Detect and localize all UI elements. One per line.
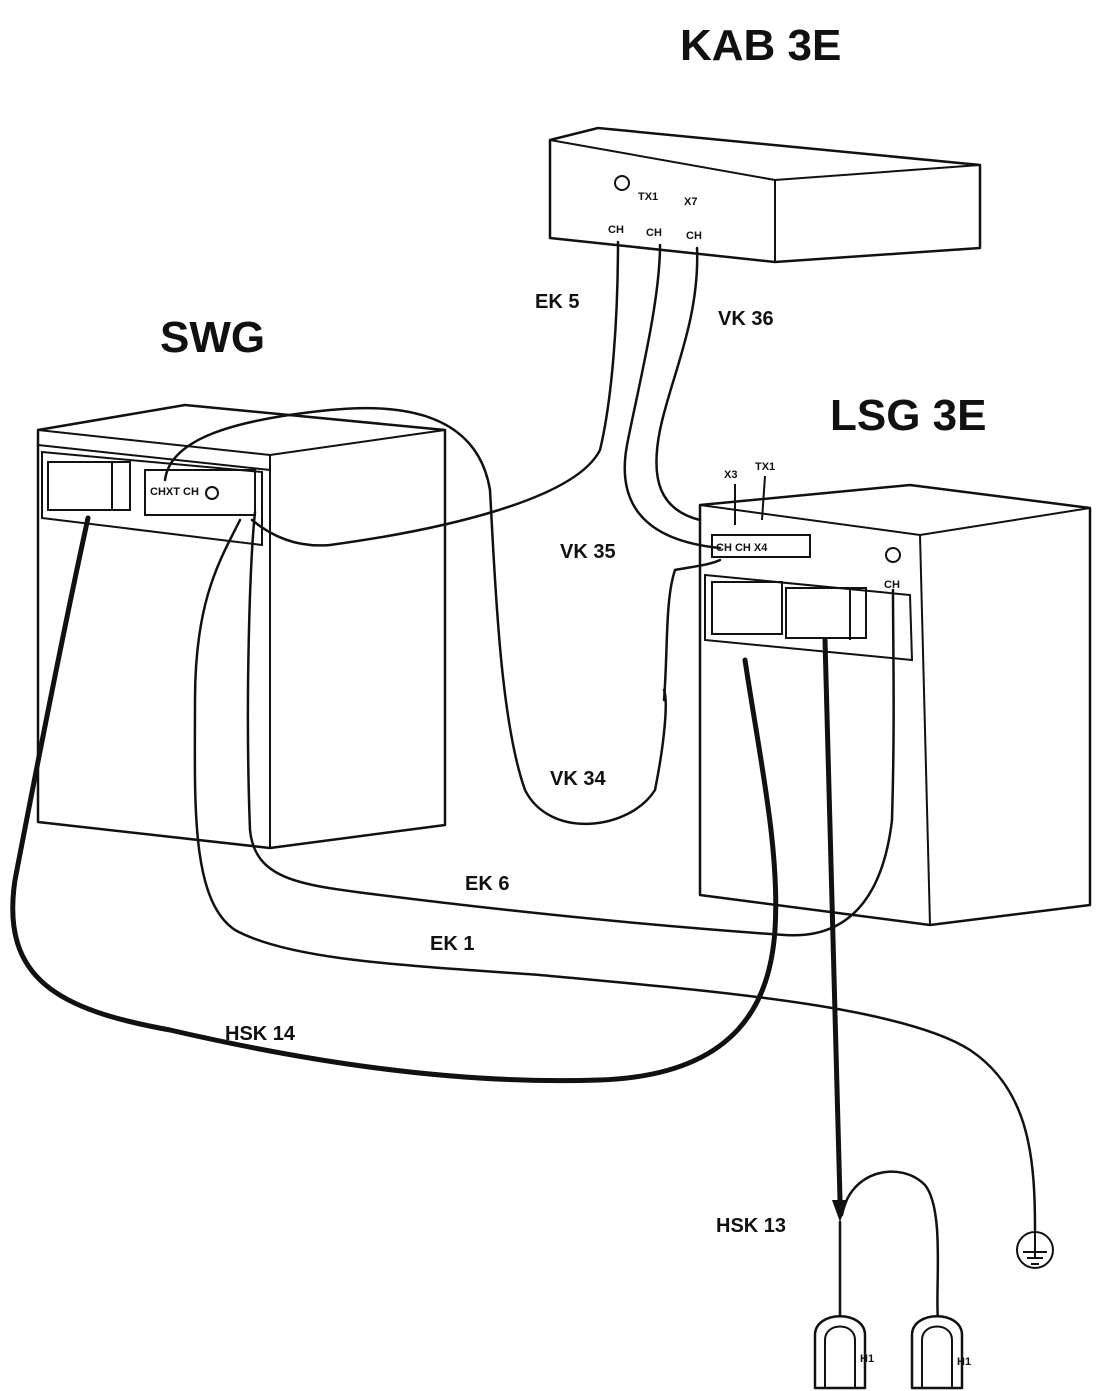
cable-ek5 <box>250 240 620 547</box>
cable-vk36-b <box>655 246 702 522</box>
cable-hsk13 <box>822 637 843 1203</box>
lsg-connector-label: CH CH X4 <box>716 542 768 554</box>
lsg-connector-right: CH <box>884 579 900 591</box>
plug-2-body <box>910 1315 964 1390</box>
label-vk34: VK 34 <box>550 768 606 790</box>
plug-2-label: H1 <box>957 1356 971 1368</box>
cable-hsk14 <box>10 515 779 1084</box>
label-vk36: VK 36 <box>718 308 774 330</box>
kab-connector-ch3: CH <box>686 230 702 242</box>
lsg-box-outline <box>698 483 1092 927</box>
plug-2: H1 <box>910 1315 971 1390</box>
cable-vk36-a <box>623 243 722 550</box>
label-ek6: EK 6 <box>465 873 509 895</box>
plug-2-inner <box>921 1325 953 1388</box>
plug-1: H1 <box>813 1315 874 1390</box>
kab-connector-x7: X7 <box>684 196 697 208</box>
lsg-connector-tx1: TX1 <box>755 461 775 473</box>
kab-connector-tx1: TX1 <box>638 191 658 203</box>
lsg-panel-slot-1 <box>711 581 783 635</box>
cable-vk35 <box>662 558 722 702</box>
lsg-tx1-lead <box>761 475 766 521</box>
kab-box-outline <box>548 126 982 264</box>
label-vk35: VK 35 <box>560 541 616 563</box>
label-ek1: EK 1 <box>430 933 474 955</box>
cable-ek1 <box>193 518 1037 1232</box>
cable-vk34 <box>163 406 667 825</box>
kab-title: KAB 3E <box>680 21 841 70</box>
plug-1-body <box>813 1315 867 1390</box>
kab-unit: TX1 X7 CH CH CH <box>548 126 982 264</box>
cable-hsk13-branch <box>840 1170 940 1322</box>
lsg-connector-x3: X3 <box>724 469 737 481</box>
label-hsk13: HSK 13 <box>716 1215 786 1237</box>
swg-lip-edge <box>37 444 271 471</box>
label-hsk14: HSK 14 <box>225 1023 296 1045</box>
swg-ground-symbol <box>205 486 219 500</box>
lsg-ground-symbol <box>885 547 901 563</box>
swg-unit: CHXT CH <box>36 403 447 850</box>
swg-connector-label: CHXT CH <box>150 486 199 498</box>
swg-panel <box>41 450 263 547</box>
label-ek5: EK 5 <box>535 291 579 313</box>
swg-title: SWG <box>160 313 265 362</box>
swg-box-outline <box>36 403 447 850</box>
plug-1-label: H1 <box>860 1353 874 1365</box>
plug-1-inner <box>824 1325 856 1388</box>
lsg-title: LSG 3E <box>830 391 987 440</box>
kab-connector-ch1: CH <box>608 224 624 236</box>
kab-ground-symbol <box>614 175 630 191</box>
kab-connector-ch2: CH <box>646 227 662 239</box>
lsg-unit: CH X3 TX1 CH CH X4 <box>698 461 1092 927</box>
swg-connector-block <box>144 469 256 516</box>
ground-terminal <box>1016 1231 1054 1269</box>
lsg-front-edge <box>919 534 931 926</box>
cable-ek6 <box>246 510 895 937</box>
swg-panel-slot <box>47 461 131 511</box>
